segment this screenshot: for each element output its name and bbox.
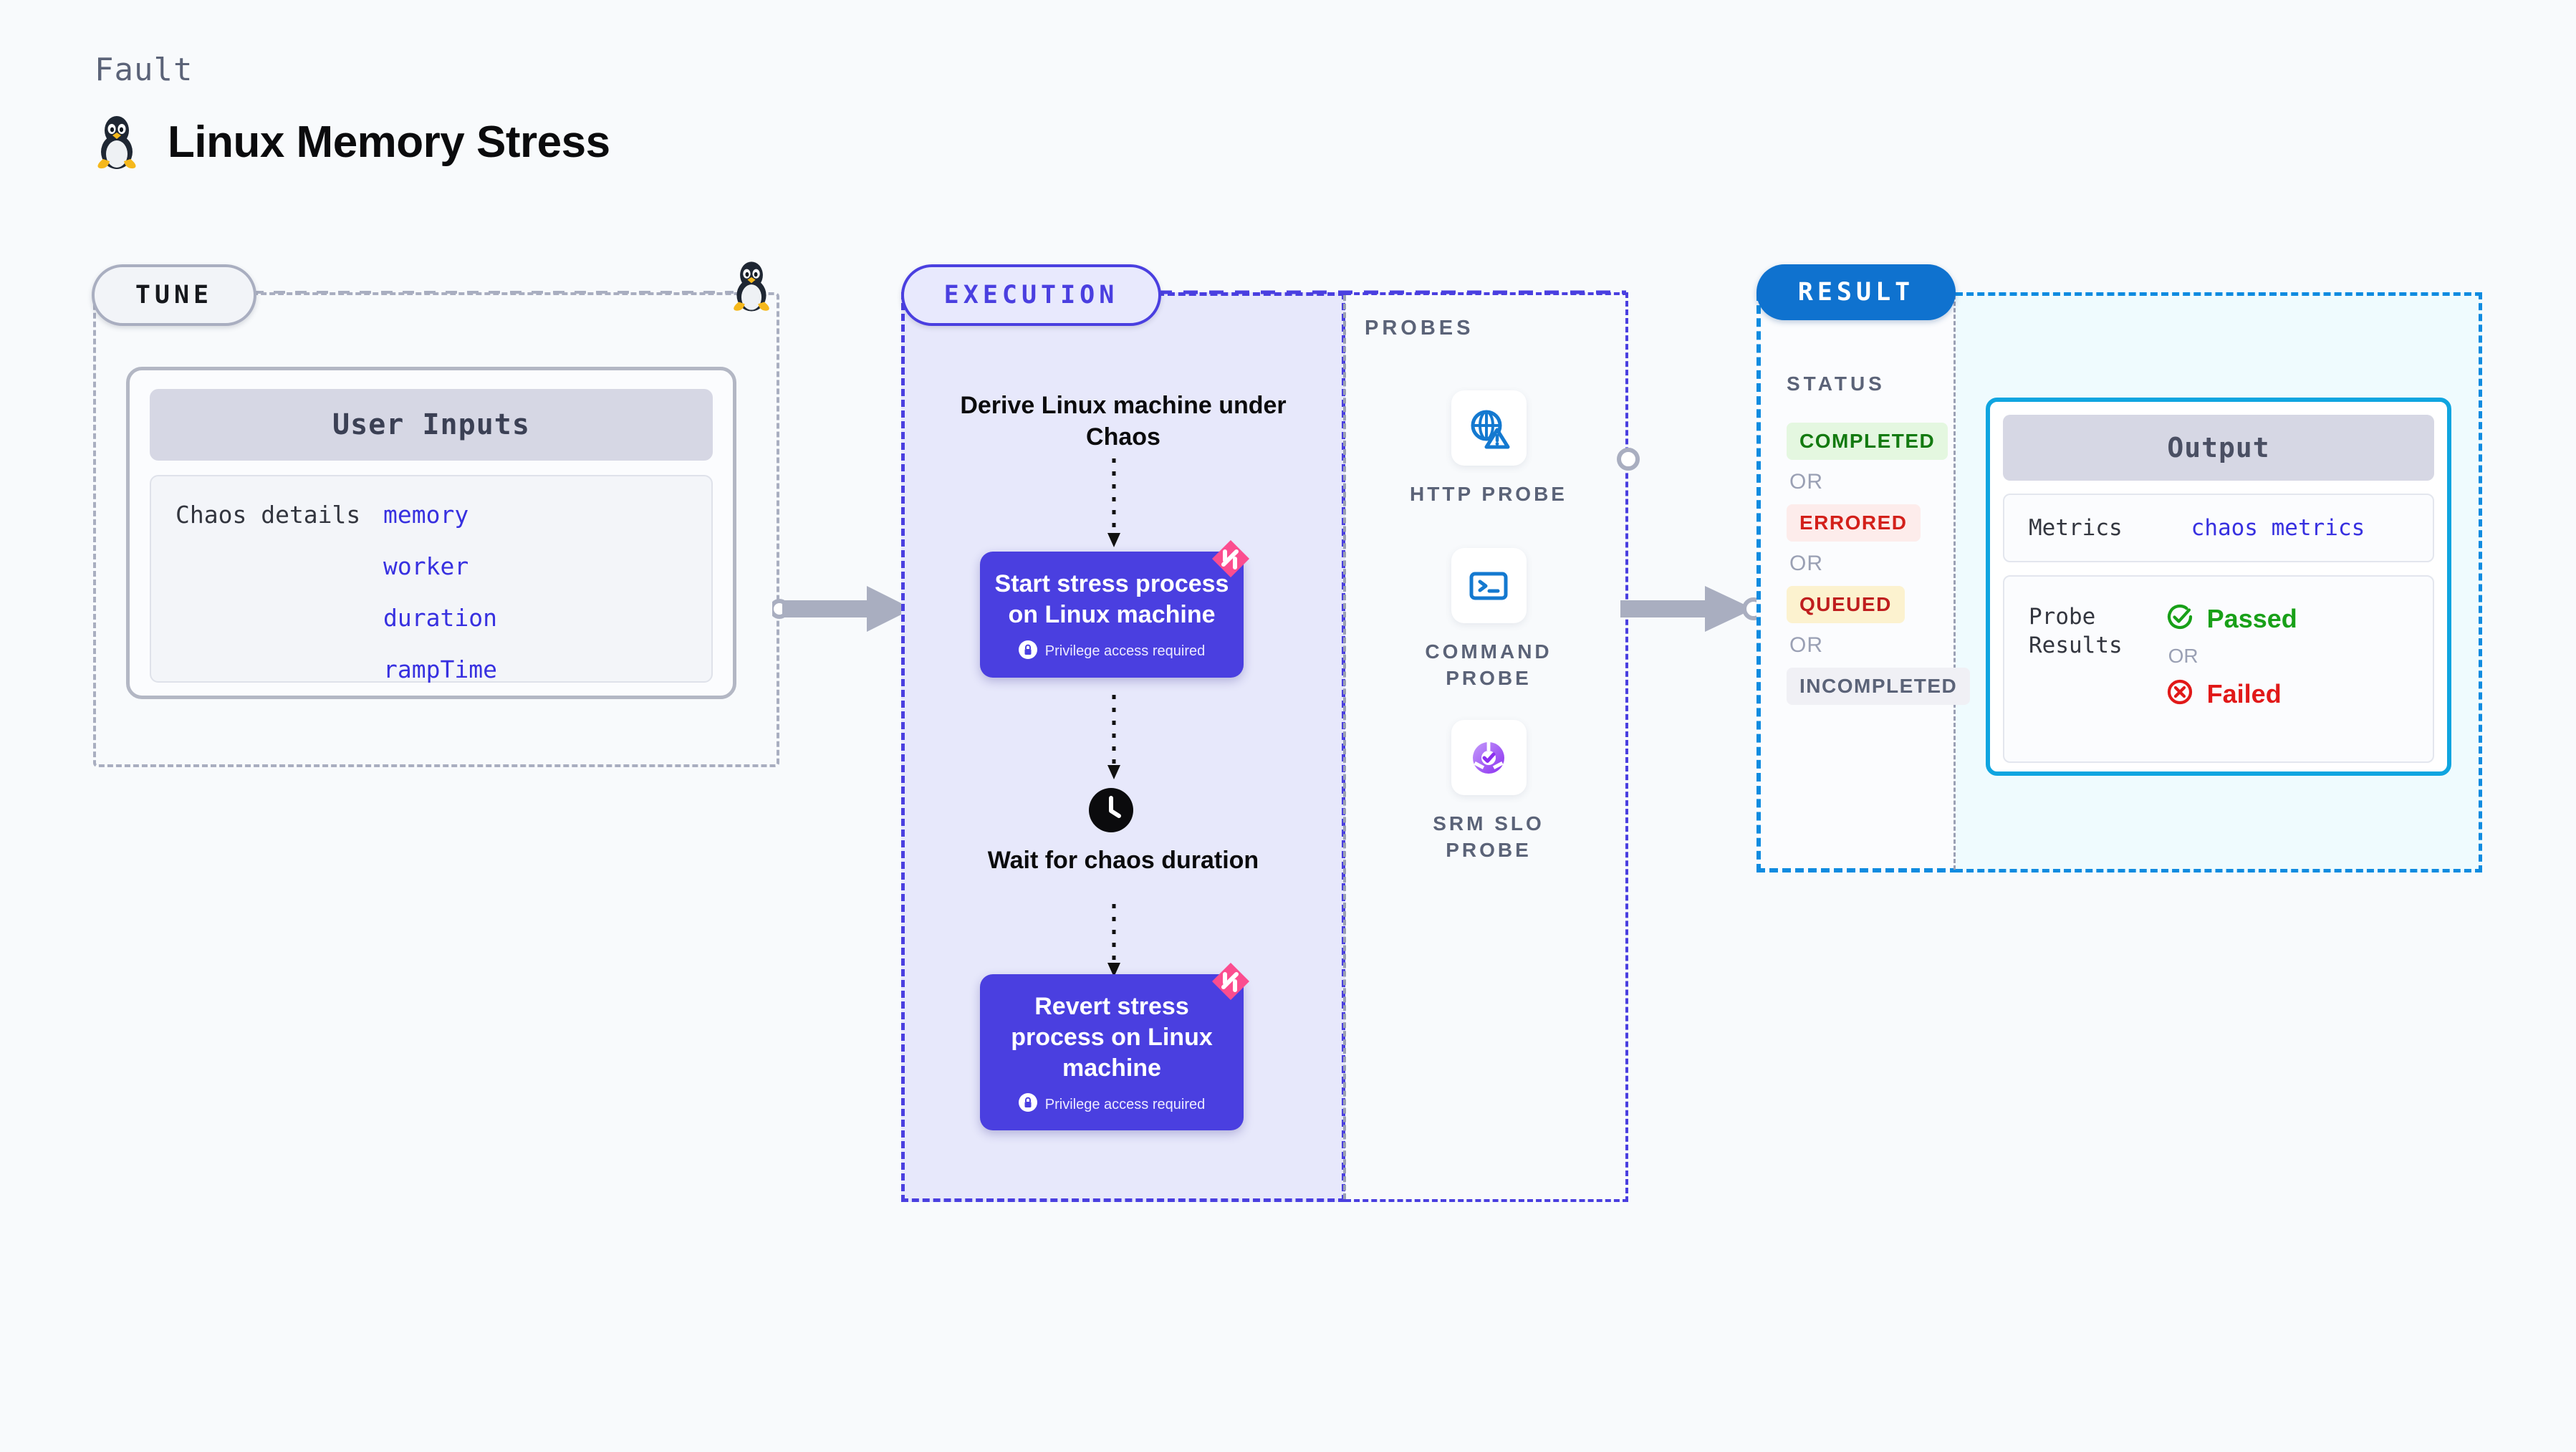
page-eyebrow-label: Fault bbox=[95, 52, 193, 88]
linux-penguin-icon bbox=[95, 115, 139, 169]
execution-card-title: Revert stress process on Linux machine bbox=[1011, 993, 1213, 1082]
status-or-label: OR bbox=[1789, 470, 1823, 494]
status-badge-incompleted: INCOMPLETED bbox=[1787, 668, 1971, 705]
probe-result-passed: Passed bbox=[2166, 602, 2297, 635]
tune-region bbox=[93, 292, 779, 767]
execution-card-start-stress[interactable]: Start stress process on Linux machine Pr… bbox=[980, 552, 1244, 678]
output-probe-results-values: Passed OR Failed bbox=[2166, 602, 2297, 761]
chaos-badge-icon bbox=[1212, 540, 1249, 577]
tune-user-inputs-card: User Inputs Chaos details memory worker … bbox=[126, 367, 736, 699]
lock-icon bbox=[1018, 640, 1037, 663]
probe-item-srm-slo[interactable]: SRM SLO PROBE bbox=[1410, 720, 1567, 864]
probe-result-failed-label: Failed bbox=[2206, 678, 2282, 708]
flow-arrow-execution-to-result bbox=[1620, 586, 1765, 632]
privilege-note-text: Privilege access required bbox=[1044, 643, 1206, 660]
status-or-label: OR bbox=[1789, 633, 1823, 657]
tune-top-dashed-line bbox=[252, 291, 734, 294]
chaos-param-ramptime[interactable]: rampTime bbox=[383, 655, 497, 683]
execution-top-dashed-line bbox=[1158, 290, 1626, 294]
probe-label: HTTP PROBE bbox=[1410, 483, 1567, 505]
probes-title: PROBES bbox=[1365, 317, 1474, 340]
execution-card-revert-stress[interactable]: Revert stress process on Linux machine P… bbox=[980, 974, 1244, 1131]
status-title: STATUS bbox=[1787, 372, 1885, 395]
status-list: COMPLETED OR ERRORED OR QUEUED OR INCOMP… bbox=[1787, 423, 1971, 705]
globe-warning-icon bbox=[1451, 390, 1527, 466]
status-badge-errored: ERRORED bbox=[1787, 504, 1921, 542]
result-divider bbox=[1953, 295, 1956, 870]
privilege-note: Privilege access required bbox=[993, 640, 1231, 663]
status-badge-completed: COMPLETED bbox=[1787, 423, 1948, 460]
page-title: Linux Memory Stress bbox=[168, 117, 610, 167]
lock-icon bbox=[1018, 1093, 1037, 1116]
output-metrics-value[interactable]: chaos metrics bbox=[2191, 515, 2365, 541]
execution-connector-2 bbox=[1107, 695, 1120, 779]
x-circle-icon bbox=[2166, 678, 2194, 710]
page-title-row: Linux Memory Stress bbox=[95, 115, 610, 169]
probe-result-or-label: OR bbox=[2168, 645, 2198, 667]
probe-item-http[interactable]: HTTP PROBE bbox=[1410, 390, 1567, 508]
linux-penguin-icon bbox=[731, 260, 772, 315]
probe-item-command[interactable]: COMMAND PROBE bbox=[1410, 548, 1567, 692]
anchor-dot-icon bbox=[1617, 448, 1640, 471]
status-or-label: OR bbox=[1789, 552, 1823, 575]
clock-icon bbox=[1089, 788, 1133, 836]
chaos-param-memory[interactable]: memory bbox=[383, 501, 469, 529]
chaos-param-duration[interactable]: duration bbox=[383, 604, 497, 632]
output-metrics-row: Metrics chaos metrics bbox=[2003, 494, 2434, 562]
probe-result-failed: Failed bbox=[2166, 678, 2297, 710]
check-circle-icon bbox=[2166, 602, 2194, 635]
execution-step-derive-label: Derive Linux machine under Chaos bbox=[960, 392, 1287, 451]
execution-step-wait-label: Wait for chaos duration bbox=[987, 847, 1259, 874]
slo-donut-check-icon bbox=[1451, 720, 1527, 795]
status-badge-queued: QUEUED bbox=[1787, 586, 1905, 623]
execution-connector-3 bbox=[1107, 904, 1120, 977]
probe-result-passed-label: Passed bbox=[2206, 603, 2297, 633]
output-header: Output bbox=[2003, 415, 2434, 481]
chaos-details-box: Chaos details memory worker duration ram… bbox=[150, 475, 713, 683]
execution-connector-1 bbox=[1107, 458, 1120, 547]
chaos-badge-icon bbox=[1212, 963, 1249, 1000]
privilege-note: Privilege access required bbox=[993, 1093, 1231, 1116]
probe-label: SRM SLO PROBE bbox=[1433, 812, 1544, 861]
execution-pill-badge[interactable]: EXECUTION bbox=[901, 264, 1161, 326]
chaos-param-worker[interactable]: worker bbox=[383, 552, 469, 580]
user-inputs-header: User Inputs bbox=[150, 389, 713, 461]
execution-card-title: Start stress process on Linux machine bbox=[994, 570, 1229, 628]
output-metrics-label: Metrics bbox=[2029, 514, 2123, 541]
privilege-note-text: Privilege access required bbox=[1044, 1096, 1206, 1112]
flow-arrow-tune-to-execution bbox=[772, 586, 923, 632]
result-pill-badge[interactable]: RESULT bbox=[1756, 264, 1956, 320]
probes-divider bbox=[1343, 295, 1346, 1199]
terminal-icon bbox=[1451, 548, 1527, 623]
result-status-region bbox=[1756, 292, 1959, 872]
probe-label: COMMAND PROBE bbox=[1425, 640, 1552, 689]
chaos-details-label: Chaos details bbox=[176, 501, 361, 529]
chaos-params-list: memory worker duration rampTime bbox=[383, 501, 497, 683]
tune-pill-badge[interactable]: TUNE bbox=[92, 264, 256, 326]
